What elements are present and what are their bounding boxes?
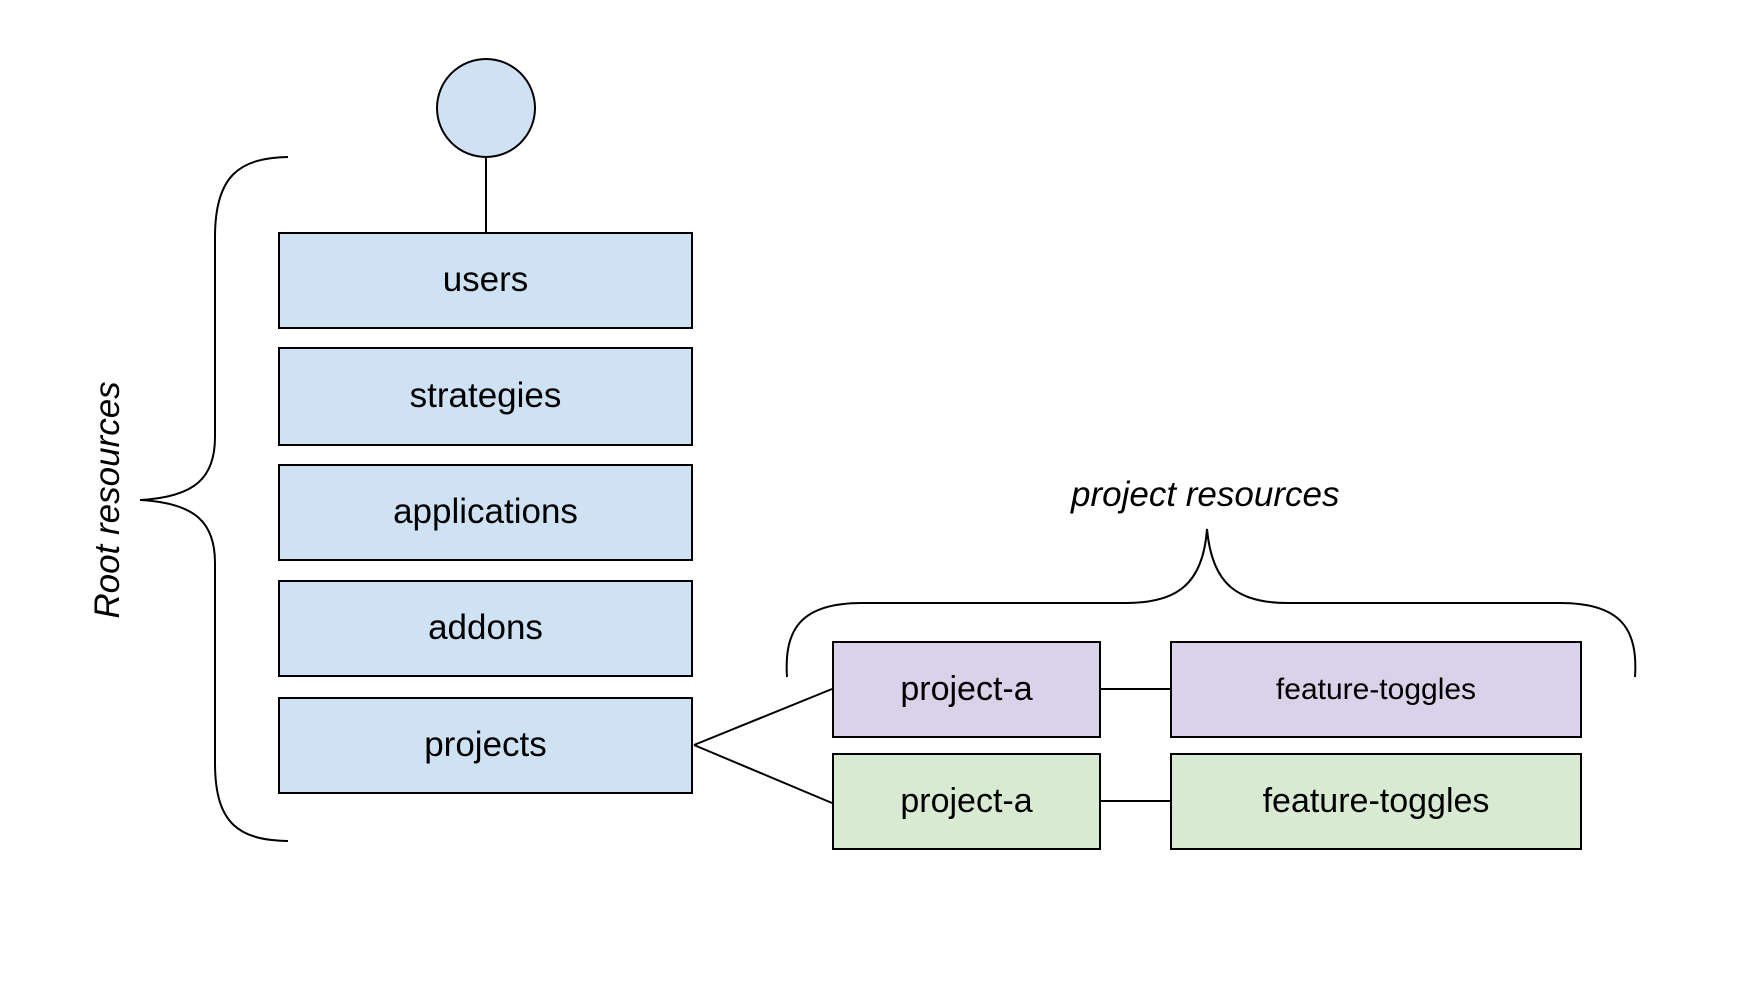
project-resources-label: project resources: [1071, 475, 1340, 514]
projects-branch-line-lower: [693, 744, 833, 804]
root-resources-label: Root resources: [88, 381, 127, 619]
project-resources-brace: [785, 528, 1637, 678]
node-feature-toggles-green: feature-toggles: [1170, 753, 1582, 850]
root-resources-brace: [139, 156, 289, 842]
node-projects: projects: [278, 697, 693, 794]
node-strategies: strategies: [278, 347, 693, 446]
node-applications: applications: [278, 464, 693, 561]
projects-branch-line-upper: [693, 688, 833, 746]
node-project-a-purple: project-a: [832, 641, 1101, 738]
node-users: users: [278, 232, 693, 329]
root-actor-circle-icon: [436, 58, 536, 158]
node-feature-toggles-purple: feature-toggles: [1170, 641, 1582, 738]
node-addons: addons: [278, 580, 693, 677]
node-project-a-green: project-a: [832, 753, 1101, 850]
